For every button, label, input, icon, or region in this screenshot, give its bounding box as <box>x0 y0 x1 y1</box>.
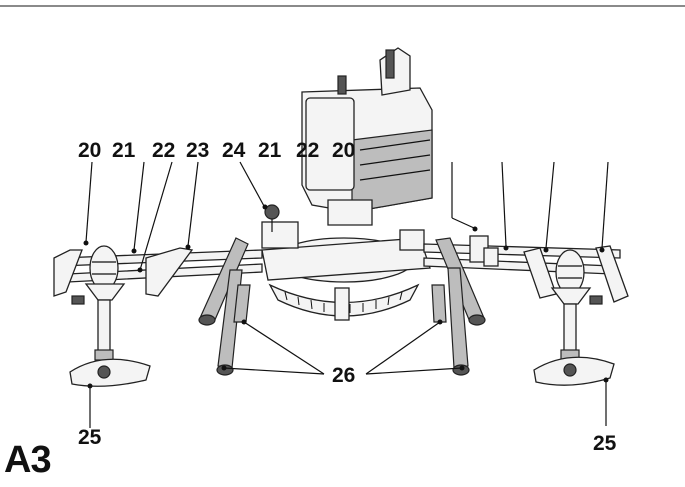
callout-20a: 20 <box>78 139 101 162</box>
callout-23: 23 <box>186 139 209 162</box>
callout-numbers: 20 21 22 23 24 21 22 20 26 25 25 <box>78 139 617 455</box>
leader-lines <box>83 161 609 428</box>
roller-support-left <box>69 245 151 387</box>
callout-22a: 22 <box>152 139 175 162</box>
figure-label: A3 <box>4 439 52 481</box>
stand-legs <box>198 237 486 376</box>
callout-24: 24 <box>222 139 246 162</box>
callout-21b: 21 <box>258 139 282 162</box>
callout-25-right: 25 <box>593 432 617 455</box>
roller-support-right <box>533 249 615 386</box>
callout-21a: 21 <box>112 139 136 162</box>
callout-26: 26 <box>332 364 355 387</box>
callout-20b: 20 <box>332 139 355 162</box>
callout-25-left: 25 <box>78 426 102 449</box>
callout-22b: 22 <box>296 139 319 162</box>
top-rule <box>0 5 685 7</box>
miter-saw <box>261 47 433 321</box>
